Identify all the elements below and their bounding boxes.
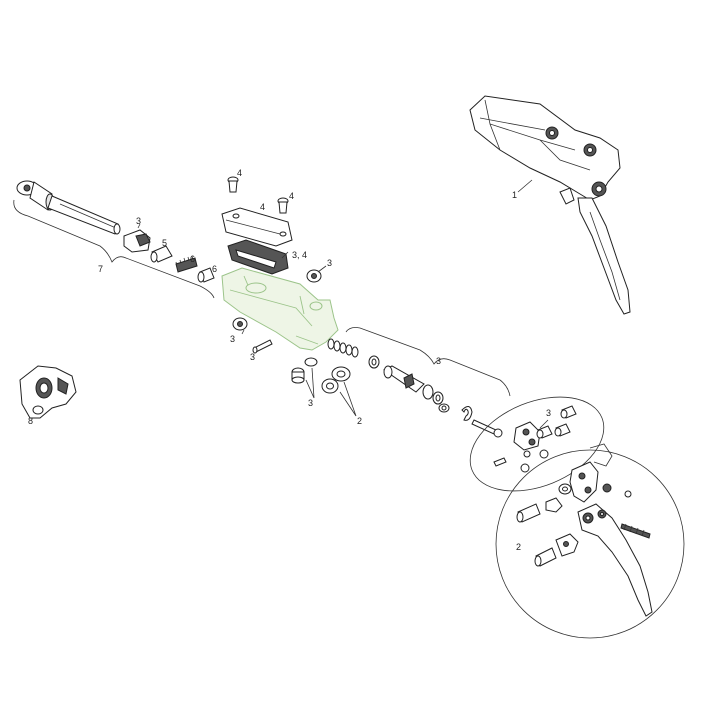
circlip: [461, 406, 473, 421]
leader-lines: [137, 179, 549, 429]
label-4-screw-left: 4: [237, 168, 242, 178]
hose-assembly: [16, 180, 121, 235]
label-5: 5: [162, 238, 167, 248]
group-bracket-3: [345, 327, 511, 397]
master-cylinder-body: [221, 267, 339, 351]
callout-labels: 1 3 5 6 6 7 4 4 4 3, 4 3 3 3 3 2 3 3 2 8: [28, 168, 551, 552]
label-6-nut: 6: [212, 264, 217, 274]
sleeve-part: [150, 245, 173, 263]
spring-part: [175, 255, 198, 273]
washers: [321, 366, 351, 394]
bushing-a: [291, 357, 318, 384]
return-spring: [327, 338, 359, 358]
pivot-pin: [252, 339, 273, 354]
label-3-pin: 3: [250, 352, 255, 362]
bleed-plug-upper: [306, 269, 322, 283]
collar-part: [123, 229, 151, 253]
label-8: 8: [28, 416, 33, 426]
label-3-plug-lower: 3: [230, 334, 235, 344]
screw-right: [277, 197, 289, 214]
label-3-bushing: 3: [308, 398, 313, 408]
label-3-piston-group: 3: [436, 356, 441, 366]
label-6-spring: 6: [190, 254, 195, 264]
label-4-screw-right: 4: [289, 191, 294, 201]
nut-part: [197, 267, 215, 283]
label-3-collar: 3: [136, 216, 141, 226]
reach-adjust-group: [469, 396, 605, 492]
piston-seal: [368, 355, 380, 369]
reservoir-cover: [221, 207, 293, 247]
label-2-detail: 2: [516, 542, 521, 552]
detail-view: [495, 443, 685, 639]
label-3-4: 3, 4: [292, 250, 307, 260]
group-bracket-7: [13, 199, 215, 299]
label-3-reach-group: 3: [546, 408, 551, 418]
push-rod: [471, 419, 503, 438]
label-1: 1: [512, 190, 517, 200]
label-4-cover: 4: [260, 202, 265, 212]
lever-assembly: [469, 95, 631, 315]
clamp-part: [19, 365, 77, 419]
diaphragm: [227, 239, 289, 275]
screw-left: [227, 176, 239, 193]
bleed-plug-lower: [232, 317, 248, 331]
label-7: 7: [98, 264, 103, 274]
label-3-plug-upper: 3: [327, 258, 332, 268]
piston-assembly: [383, 365, 450, 413]
label-2-washers: 2: [357, 416, 362, 426]
